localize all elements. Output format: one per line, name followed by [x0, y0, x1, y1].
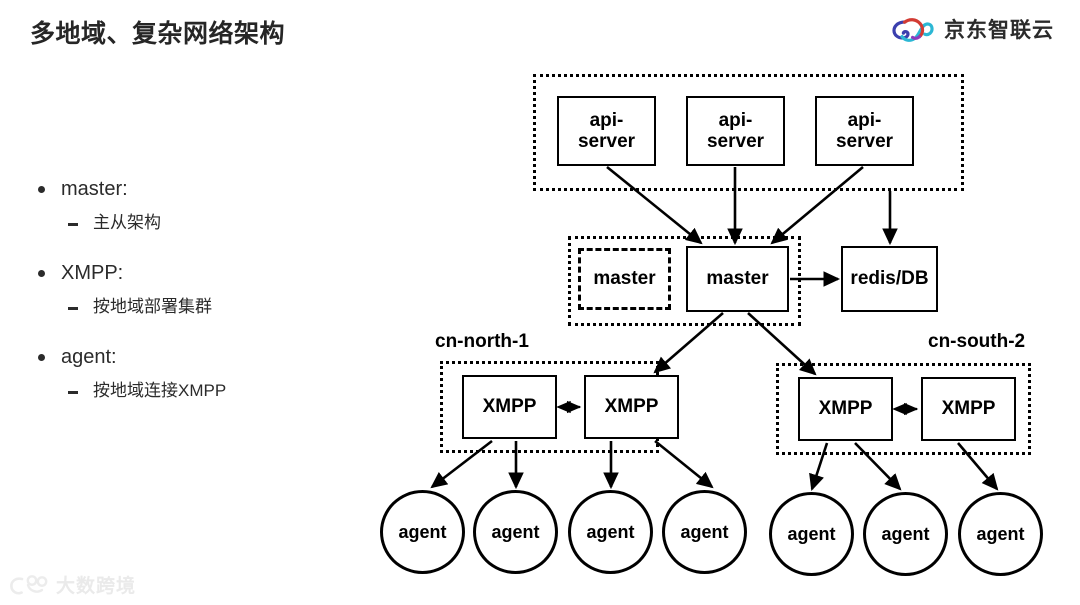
master-active[interactable]: master	[686, 246, 789, 312]
bullet-1-sub: 主从架构	[28, 212, 358, 234]
master-active-label: master	[706, 268, 769, 290]
agent-7[interactable]: agent	[958, 492, 1043, 576]
watermark: 大数跨境	[8, 571, 136, 598]
api-server-3[interactable]: api-server	[815, 96, 914, 166]
agent-3[interactable]: agent	[568, 490, 653, 574]
xmpp-south-2[interactable]: XMPP	[921, 377, 1016, 441]
agent-5[interactable]: agent	[769, 492, 854, 576]
xmpp-north-2[interactable]: XMPP	[584, 375, 679, 439]
agent-5-label: agent	[787, 523, 836, 544]
xmpp-north-2-label: XMPP	[604, 396, 659, 418]
bullet-1-title: master:	[28, 176, 358, 202]
bullet-list: master: 主从架构 XMPP: 按地域部署集群 agent: 按地域连接X…	[28, 176, 358, 428]
agent-2-label: agent	[491, 521, 540, 542]
xmpp-north-1-label: XMPP	[482, 396, 537, 418]
master-group	[568, 236, 801, 326]
agent-7-label: agent	[976, 523, 1025, 544]
bullet-3-title: agent:	[28, 344, 358, 370]
bullet-2-sub: 按地域部署集群	[28, 296, 358, 318]
dashu-kuajing-logo-icon	[8, 572, 50, 598]
xmpp-south-1[interactable]: XMPP	[798, 377, 893, 441]
redis-db-label: redis/DB	[850, 268, 929, 290]
api-server-1-label: api-server	[577, 109, 636, 152]
bullet-3-sub: 按地域连接XMPP	[28, 380, 358, 402]
api-server-1[interactable]: api-server	[557, 96, 656, 166]
api-server-3-label: api-server	[835, 109, 894, 152]
agent-1-label: agent	[398, 521, 447, 542]
brand-logo-block: 京东智联云	[891, 14, 1054, 44]
xmpp-south-2-label: XMPP	[941, 398, 996, 420]
redis-db[interactable]: redis/DB	[841, 246, 938, 312]
agent-4-label: agent	[680, 521, 729, 542]
api-server-group	[533, 74, 964, 191]
edge-xmpp-n2-agent4	[654, 439, 714, 489]
agent-1[interactable]: agent	[380, 490, 465, 574]
zone-label-cn-north-1: cn-north-1	[435, 331, 529, 352]
agent-4[interactable]: agent	[662, 490, 747, 574]
watermark-text: 大数跨境	[56, 576, 137, 597]
agent-6[interactable]: agent	[863, 492, 948, 576]
cn-south-2-group	[776, 363, 1031, 455]
jd-cloud-swirl-icon	[891, 14, 935, 44]
brand-name: 京东智联云	[944, 19, 1054, 42]
zone-label-cn-south-2: cn-south-2	[928, 331, 1026, 352]
xmpp-south-1-label: XMPP	[818, 398, 873, 420]
bullet-2-title: XMPP:	[28, 260, 358, 286]
agent-3-label: agent	[586, 521, 635, 542]
master-standby[interactable]: master	[578, 248, 671, 310]
api-server-2[interactable]: api-server	[686, 96, 785, 166]
master-standby-label: master	[593, 268, 656, 290]
api-server-2-label: api-server	[706, 109, 765, 152]
agent-2[interactable]: agent	[473, 490, 558, 574]
page-title: 多地域、复杂网络架构	[30, 20, 286, 48]
xmpp-north-1[interactable]: XMPP	[462, 375, 557, 439]
agent-6-label: agent	[881, 523, 930, 544]
